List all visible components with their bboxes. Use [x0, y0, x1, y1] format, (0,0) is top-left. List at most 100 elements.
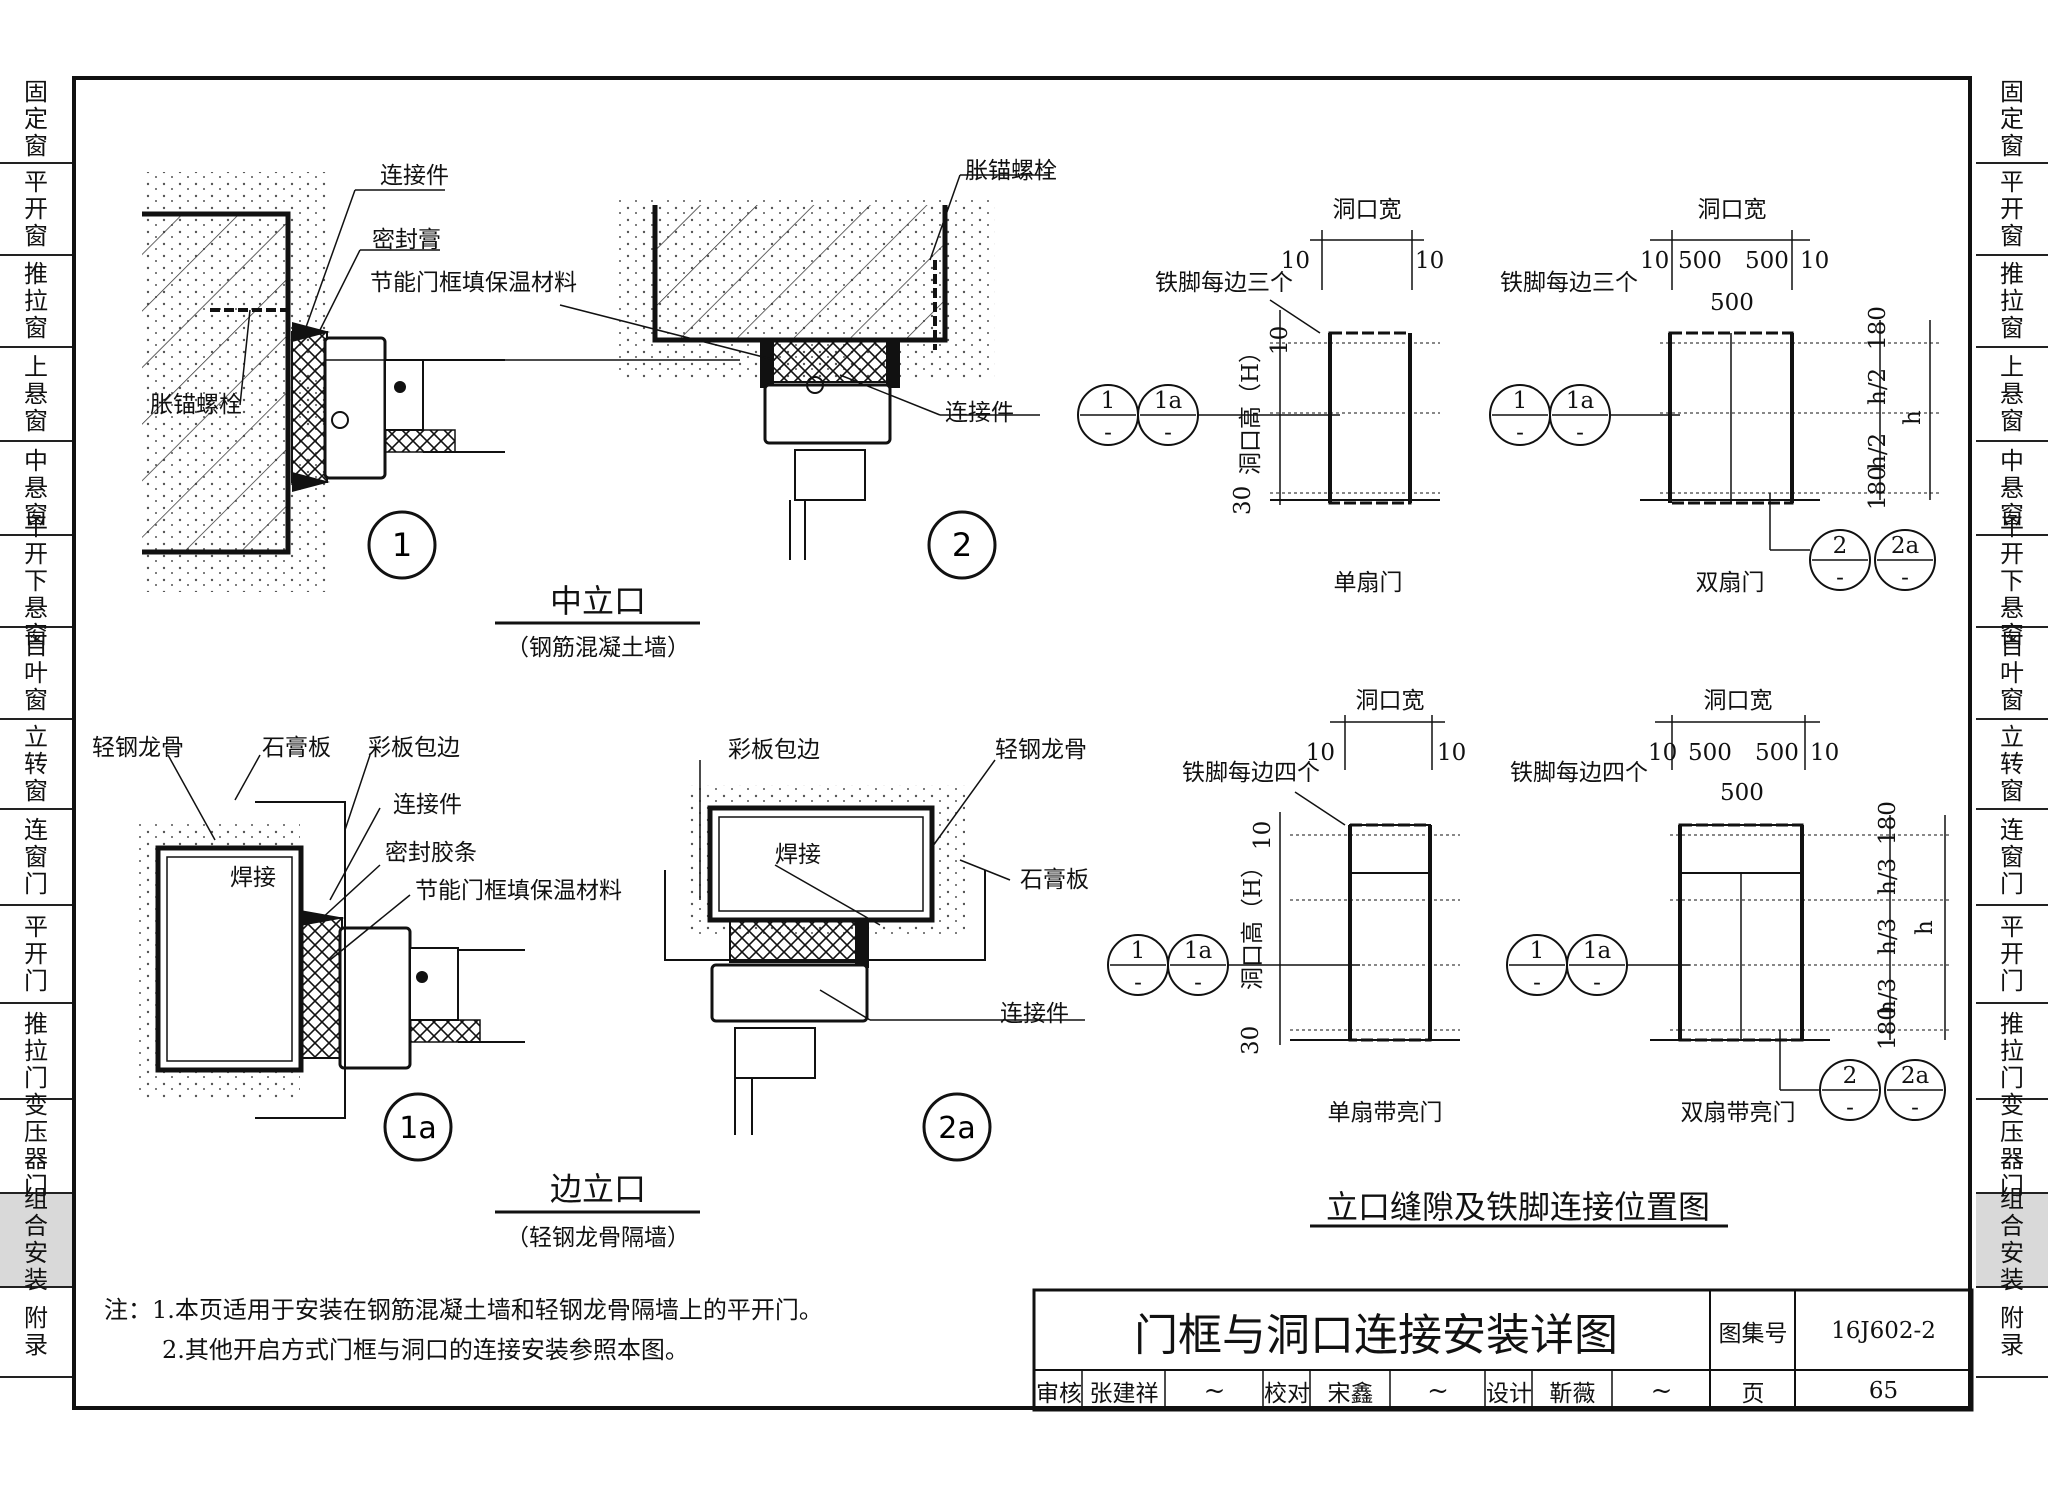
- dimension-label: -: [1533, 970, 1541, 996]
- checker-name: 宋鑫: [1327, 1381, 1374, 1407]
- dimension-label: 10: [1415, 248, 1444, 274]
- tab-1[interactable]: 固定窗: [1976, 76, 2048, 164]
- tab-label: 百叶窗: [2000, 631, 2024, 714]
- design-label: 设计: [1486, 1381, 1532, 1407]
- tab-label: 立转窗: [2000, 722, 2024, 805]
- tab-11[interactable]: 推拉门: [1976, 1004, 2048, 1100]
- dimension-label: 1: [1530, 938, 1545, 964]
- dimension-label: -: [1194, 970, 1202, 996]
- dimension-label: 1a: [1583, 938, 1612, 964]
- tab-6[interactable]: 平开下悬窗: [1976, 513, 2048, 648]
- dimension-label: 10: [1800, 248, 1829, 274]
- left-tab-strip: 固定窗平开窗推拉窗上悬窗中悬窗平开下悬窗百叶窗立转窗连窗门平开门推拉门变压器门组…: [0, 76, 72, 1378]
- tab-4[interactable]: 上悬窗: [1976, 348, 2048, 442]
- dimension-label: h/2: [1865, 433, 1891, 470]
- tab-14[interactable]: 附录: [1976, 1288, 2048, 1378]
- dimension-label: 10: [1281, 248, 1310, 274]
- tab-3[interactable]: 推拉窗: [1976, 256, 2048, 348]
- dimension-label: 180: [1865, 306, 1891, 350]
- dimension-label: 10: [1640, 248, 1669, 274]
- tab-label: 平开下悬窗: [24, 512, 48, 649]
- tab-11[interactable]: 推拉门: [0, 1004, 72, 1100]
- label-qinggang-2a: 轻钢龙骨: [995, 737, 1087, 763]
- tab-12[interactable]: 变压器门: [0, 1092, 72, 1200]
- dimension-label: 500: [1678, 248, 1722, 274]
- tab-8[interactable]: 立转窗: [0, 720, 72, 810]
- tab-10[interactable]: 平开门: [1976, 906, 2048, 1004]
- dimension-label: -: [1134, 970, 1142, 996]
- dimension-label: 2: [1833, 533, 1848, 559]
- detail-2: 2 胀锚螺栓 连接件: [559, 158, 1057, 580]
- label-shigao-2a: 石膏板: [1020, 867, 1089, 893]
- tab-label: 固定窗: [24, 77, 48, 160]
- label-jiaotiao: 密封胶条: [385, 840, 477, 866]
- tab-4[interactable]: 上悬窗: [0, 348, 72, 442]
- tab-1[interactable]: 固定窗: [0, 76, 72, 164]
- tab-9[interactable]: 连窗门: [1976, 810, 2048, 906]
- label-hanjie-2a: 焊接: [775, 842, 821, 868]
- tab-9[interactable]: 连窗门: [0, 810, 72, 906]
- tab-label: 变压器门: [2000, 1091, 2024, 1200]
- dimension-label: 10: [1810, 740, 1839, 766]
- dimension-label: 2: [1843, 1063, 1858, 1089]
- dimension-label: -: [1836, 565, 1844, 591]
- tab-5[interactable]: 中悬窗: [1976, 442, 2048, 536]
- page-label: 页: [1741, 1381, 1765, 1407]
- review-label: 审核: [1036, 1381, 1082, 1407]
- tab-3[interactable]: 推拉窗: [0, 256, 72, 348]
- tab-label: 平开窗: [24, 167, 48, 250]
- tab-6[interactable]: 平开下悬窗: [0, 513, 72, 648]
- tab-14[interactable]: 附录: [0, 1288, 72, 1378]
- dimension-label: h/3: [1875, 858, 1901, 895]
- atlas-label: 图集号: [1718, 1321, 1788, 1347]
- tab-8[interactable]: 立转窗: [1976, 720, 2048, 810]
- dimension-label: 双扇门: [1696, 570, 1765, 596]
- note-line-1: 注：1.本页适用于安装在钢筋混凝土墙和轻钢龙骨隔墙上的平开门。: [104, 1296, 823, 1324]
- tab-label: 百叶窗: [24, 631, 48, 714]
- dimension-label: -: [1576, 420, 1584, 446]
- dimension-label: 180: [1875, 801, 1901, 845]
- tab-7[interactable]: 百叶窗: [1976, 628, 2048, 720]
- single-door-label: 单扇门: [1334, 570, 1403, 596]
- dimension-label: 1: [1513, 388, 1528, 414]
- tab-7[interactable]: 百叶窗: [0, 628, 72, 720]
- label-mifenggao: 密封膏: [372, 227, 441, 253]
- dimension-label: 单扇带亮门: [1328, 1100, 1443, 1126]
- dimension-label: h: [1912, 920, 1938, 935]
- tab-label: 组合安装: [24, 1185, 48, 1294]
- dimension-label: 10: [1648, 740, 1677, 766]
- reviewer-name: 张建祥: [1089, 1381, 1159, 1407]
- dimension-label: 铁脚每边四个: [1510, 760, 1648, 786]
- tab-13[interactable]: 组合安装: [1976, 1186, 2048, 1294]
- tab-12[interactable]: 变压器门: [1976, 1092, 2048, 1200]
- tab-2[interactable]: 平开窗: [0, 164, 72, 256]
- label-lianjiejian-2: 连接件: [945, 400, 1014, 426]
- dimension-label: -: [1846, 1095, 1854, 1121]
- dimension-label: 30: [1238, 1026, 1264, 1055]
- dimension-label: 180: [1875, 1006, 1901, 1050]
- dimension-label: h/2: [1865, 368, 1891, 405]
- dimension-label: 洞口宽: [1356, 688, 1425, 714]
- tab-2[interactable]: 平开窗: [1976, 164, 2048, 256]
- tab-10[interactable]: 平开门: [0, 906, 72, 1004]
- diagram-double-light-door: 洞口宽 10 500 500 10 500 铁脚每边四个 180 h/3 h/3…: [1510, 688, 1950, 1126]
- label-qinggang-1a: 轻钢龙骨: [92, 735, 184, 761]
- dimension-label: 10: [1267, 326, 1293, 355]
- dimension-label: 1a: [1154, 388, 1183, 414]
- reviewer-signature: ~: [1203, 1376, 1226, 1406]
- atlas-number: 16J602-2: [1831, 1318, 1936, 1344]
- marker-1a: 1a: [399, 1111, 436, 1146]
- dimension-label: 2a: [1891, 533, 1920, 559]
- tab-label: 平开下悬窗: [2000, 512, 2024, 649]
- dimension-label: 180: [1865, 466, 1891, 510]
- marker-2a: 2a: [938, 1111, 975, 1146]
- single-feet-label: 铁脚每边三个: [1155, 270, 1293, 296]
- dimension-label: -: [1911, 1095, 1919, 1121]
- tab-5[interactable]: 中悬窗: [0, 442, 72, 536]
- dimension-label: 1a: [1566, 388, 1595, 414]
- dimension-label: 1a: [1184, 938, 1213, 964]
- dimension-label: 500: [1745, 248, 1789, 274]
- tab-13[interactable]: 组合安装: [0, 1186, 72, 1294]
- designer-name: 靳薇: [1549, 1381, 1596, 1407]
